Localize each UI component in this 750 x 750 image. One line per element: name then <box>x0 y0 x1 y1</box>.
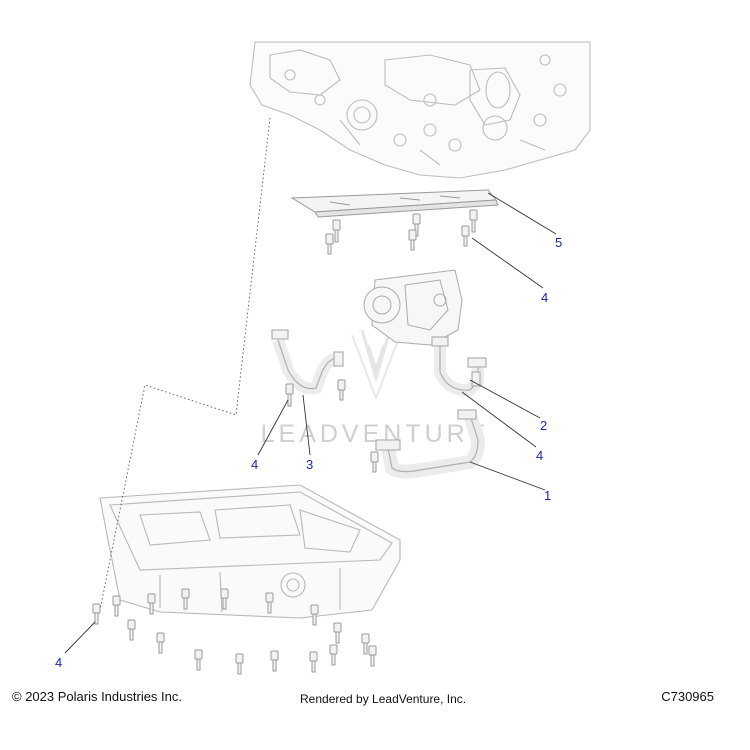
tube-3-bolts <box>285 379 346 407</box>
watermark-text: LEADVENTURE <box>261 420 490 448</box>
oil-pump <box>363 269 463 346</box>
callout-1: 1 <box>544 488 552 503</box>
tube-1-bolt <box>370 451 379 473</box>
leader-lines <box>64 192 557 654</box>
engine-crankcase <box>249 41 591 179</box>
callout-3: 3 <box>306 457 314 472</box>
rendered-by-text: Rendered by LeadVenture, Inc. <box>300 692 467 706</box>
callout-2: 2 <box>540 418 548 433</box>
callout-4-left-bolt: 4 <box>251 457 259 472</box>
callout-5: 5 <box>555 235 563 250</box>
callout-4-pan-bolts: 4 <box>55 655 63 670</box>
callout-4-pump-bolts: 4 <box>541 290 549 305</box>
oil-tube-1 <box>375 409 486 479</box>
oil-tube-3 <box>271 329 344 395</box>
copyright-text: © 2023 Polaris Industries Inc. <box>12 689 182 704</box>
watermark-logo <box>351 329 401 401</box>
plate-bolts <box>325 209 478 255</box>
baffle-plate <box>290 189 499 218</box>
oil-pan <box>99 484 401 619</box>
oil-pan-bolts <box>92 588 377 675</box>
diagram-code: C730965 <box>661 689 714 704</box>
alignment-dotted-line <box>99 117 271 611</box>
oil-tube-2 <box>431 336 487 397</box>
callout-4-tube-bolt: 4 <box>536 448 544 463</box>
